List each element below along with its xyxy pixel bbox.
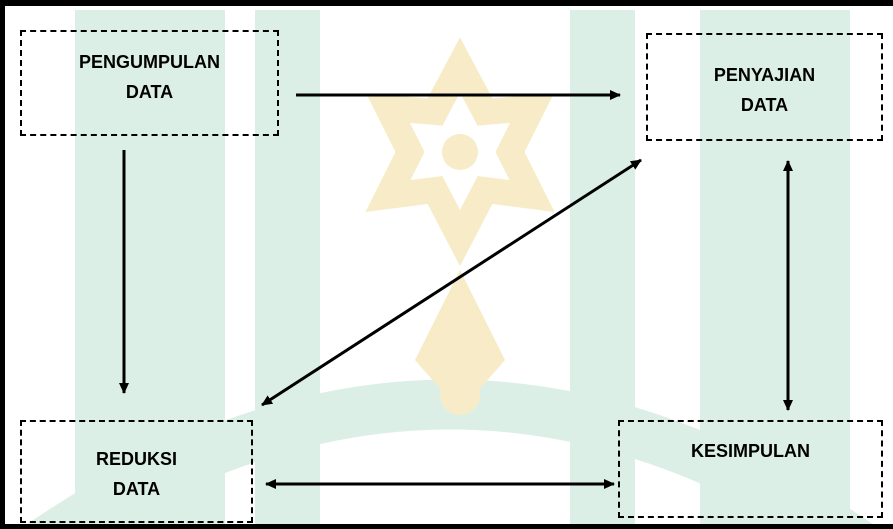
box-kesimpulan-line1: KESIMPULAN: [690, 441, 810, 461]
box-kesimpulan: KESIMPULAN: [618, 420, 883, 518]
box-penyajian-line2: DATA: [740, 95, 789, 115]
watermark-arc: [20, 379, 880, 529]
box-reduksi-data: REDUKSI DATA: [20, 420, 253, 523]
arrow-reduksi-penyajian: [261, 158, 642, 407]
box-penyajian-line1: PENYAJIAN: [713, 65, 816, 85]
box-pengumpulan-line2: DATA: [125, 82, 174, 102]
box-pengumpulan-line1: PENGUMPULAN: [78, 52, 220, 72]
box-pengumpulan-data: PENGUMPULAN DATA: [20, 30, 279, 136]
box-reduksi-line1: REDUKSI: [95, 448, 177, 469]
box-penyajian-data: PENYAJIAN DATA: [646, 33, 883, 141]
box-reduksi-line2: DATA: [112, 478, 161, 499]
